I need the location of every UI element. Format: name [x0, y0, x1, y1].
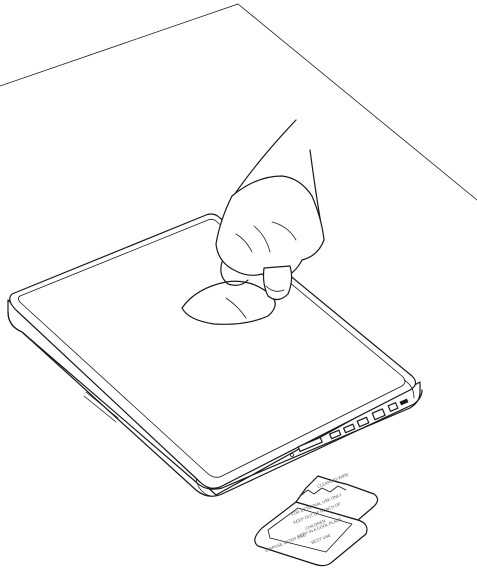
table-back-edge [0, 4, 238, 86]
laptop [8, 214, 422, 496]
wipe-packet: FOR EXTERNAL USE ONLY KEEP OUT OF REACH … [255, 472, 378, 566]
laptop-lid [10, 214, 416, 488]
thumb [264, 266, 292, 300]
table-right-edge [238, 4, 477, 200]
palm [216, 176, 324, 279]
table-surface [0, 4, 477, 200]
